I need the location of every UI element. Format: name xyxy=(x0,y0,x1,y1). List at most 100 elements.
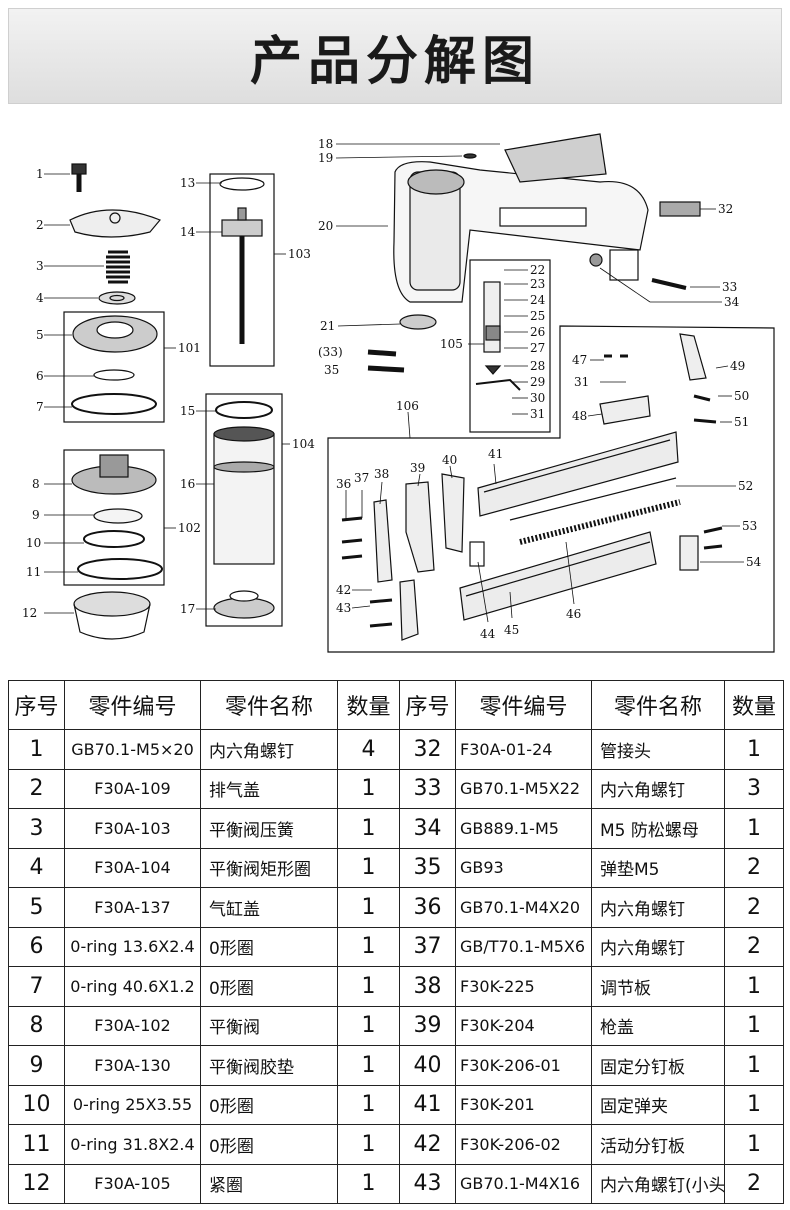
part-oring-7 xyxy=(71,393,157,415)
header-code-left: 零件编号 xyxy=(64,680,201,730)
part-name: 0形圈 xyxy=(200,966,338,1007)
callout-labels: 1 2 3 4 5 6 7 8 9 10 11 12 13 14 15 16 1… xyxy=(22,137,762,641)
part-name: 调节板 xyxy=(591,966,725,1007)
callout-43: 43 xyxy=(336,601,351,615)
part-54 xyxy=(679,535,699,571)
part-valve-stack xyxy=(475,281,521,391)
part-index: 3 xyxy=(8,808,65,849)
callout-7: 7 xyxy=(36,400,44,414)
header-name-left: 零件名称 xyxy=(200,680,338,730)
part-index: 10 xyxy=(8,1084,65,1125)
part-index: 37 xyxy=(399,926,456,967)
part-35 xyxy=(367,365,405,373)
part-qty: 1 xyxy=(337,1163,400,1204)
callout-52: 52 xyxy=(738,479,753,493)
part-exhaust-cover-2 xyxy=(69,209,161,238)
part-piston-14 xyxy=(221,207,263,344)
part-code: GB70.1-M4X16 xyxy=(455,1163,592,1204)
part-52 xyxy=(509,477,677,521)
part-index: 32 xyxy=(399,729,456,770)
callout-11: 11 xyxy=(26,565,41,579)
part-name: 内六角螺钉(小头) xyxy=(591,1163,725,1204)
callout-9: 9 xyxy=(32,508,40,522)
part-index: 1 xyxy=(8,729,65,770)
part-qty: 1 xyxy=(724,966,784,1007)
part-code: F30A-01-24 xyxy=(455,729,592,770)
callout-106: 106 xyxy=(396,399,419,413)
part-code: F30A-104 xyxy=(64,847,201,888)
part-index: 42 xyxy=(399,1124,456,1165)
callout-13: 13 xyxy=(180,176,195,190)
callout-4: 4 xyxy=(36,291,44,305)
group-box-101 xyxy=(63,311,165,423)
part-qty: 1 xyxy=(724,729,784,770)
part-index: 6 xyxy=(8,926,65,967)
callout-47: 47 xyxy=(572,353,587,367)
callout-14: 14 xyxy=(180,225,196,239)
callout-41: 41 xyxy=(488,447,503,461)
group-box-105 xyxy=(469,259,551,433)
part-index: 43 xyxy=(399,1163,456,1204)
part-qty: 1 xyxy=(724,1084,784,1125)
part-qty: 1 xyxy=(724,1005,784,1046)
screws-36-37-43-47-50-51-53 xyxy=(341,354,723,628)
callout-25: 25 xyxy=(530,309,545,323)
group-box-102 xyxy=(63,449,165,586)
part-name: 排气盖 xyxy=(200,768,338,809)
part-name: 平衡阀矩形圈 xyxy=(200,847,338,888)
callout-8: 8 xyxy=(32,477,40,491)
part-index: 34 xyxy=(399,808,456,849)
part-spring-3 xyxy=(106,250,130,284)
callout-15: 15 xyxy=(180,404,195,418)
part-plate-40 xyxy=(441,473,465,553)
part-qty: 4 xyxy=(337,729,400,770)
part-code: F30A-109 xyxy=(64,768,201,809)
part-name: 0形圈 xyxy=(200,1084,338,1125)
part-qty: 1 xyxy=(724,808,784,849)
callout-34: 34 xyxy=(724,295,740,309)
part-name: 紧圈 xyxy=(200,1163,338,1204)
callout-40: 40 xyxy=(442,453,457,467)
callout-31b: 31 xyxy=(574,375,589,389)
part-name: 0形圈 xyxy=(200,926,338,967)
part-name: M5 防松螺母 xyxy=(591,808,725,849)
callout-22: 22 xyxy=(530,263,545,277)
callout-16: 16 xyxy=(180,477,195,491)
part-name: 平衡阀 xyxy=(200,1005,338,1046)
callout-39: 39 xyxy=(410,461,425,475)
callout-49: 49 xyxy=(730,359,745,373)
callout-3: 3 xyxy=(36,259,44,273)
part-qty: 1 xyxy=(337,847,400,888)
part-magazine-41 xyxy=(477,431,679,517)
callout-50: 50 xyxy=(734,389,749,403)
part-code: F30K-225 xyxy=(455,966,592,1007)
part-name: 内六角螺钉 xyxy=(591,768,725,809)
part-code: GB93 xyxy=(455,847,592,888)
part-code: F30K-204 xyxy=(455,1005,592,1046)
callout-31: 31 xyxy=(530,407,545,421)
callout-27: 27 xyxy=(530,341,545,355)
part-index: 5 xyxy=(8,887,65,928)
part-code: F30K-206-02 xyxy=(455,1124,592,1165)
part-code: F30A-137 xyxy=(64,887,201,928)
callout-19: 19 xyxy=(318,151,333,165)
part-qty: 1 xyxy=(724,1124,784,1165)
callout-35: 35 xyxy=(324,363,339,377)
part-qty: 2 xyxy=(724,887,784,928)
part-name: 内六角螺钉 xyxy=(591,926,725,967)
part-name: 固定分钉板 xyxy=(591,1045,725,1086)
part-index: 38 xyxy=(399,966,456,1007)
part-name: 活动分钉板 xyxy=(591,1124,725,1165)
part-qty: 1 xyxy=(724,1045,784,1086)
part-code: 0-ring 31.8X2.4 xyxy=(64,1124,201,1165)
callout-33b: (33) xyxy=(318,345,343,359)
callout-17: 17 xyxy=(180,602,195,616)
part-oring-6 xyxy=(93,369,135,381)
